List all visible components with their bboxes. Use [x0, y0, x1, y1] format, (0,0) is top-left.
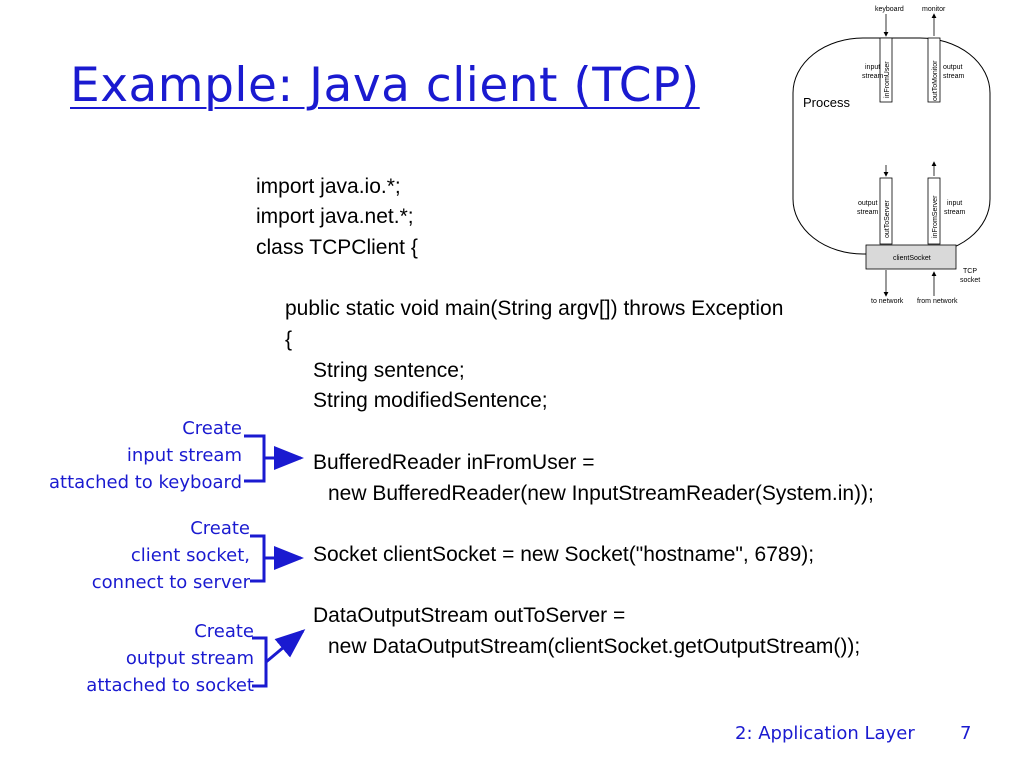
footer-label: 2: Application Layer [735, 723, 915, 744]
annotation-line: Create [190, 518, 250, 539]
to-network-label: to network [871, 298, 904, 305]
in-from-user-label: inFromUser [884, 61, 891, 98]
code-line: class TCPClient { [256, 236, 418, 259]
output-stream-label: stream [943, 73, 965, 80]
code-line: Socket clientSocket = new Socket("hostna… [313, 543, 815, 566]
client-socket-label: clientSocket [893, 255, 931, 262]
annotation-line: attached to keyboard [49, 472, 242, 493]
code-line: String modifiedSentence; [313, 389, 548, 412]
code-line: { [285, 328, 293, 351]
code-line: public static void main(String argv[]) t… [285, 297, 784, 320]
code-line: BufferedReader inFromUser = [313, 451, 595, 474]
annotation-line: output stream [125, 648, 254, 669]
output-stream-label: stream [857, 209, 879, 216]
input-stream-label: input [947, 200, 962, 207]
process-label: Process [803, 95, 850, 110]
annotation-line: Create [194, 621, 254, 642]
annotation-input-stream: Create input stream attached to keyboard [49, 415, 242, 496]
code-line: new BufferedReader(new InputStreamReader… [328, 482, 874, 505]
arrow-output-stream [265, 629, 306, 664]
code-line: import java.io.*; [256, 175, 401, 198]
tcp-socket-label: socket [960, 277, 980, 284]
code-line: String sentence; [313, 359, 465, 382]
page-number: 7 [960, 723, 972, 744]
code-line: import java.net.*; [256, 205, 414, 228]
annotation-line: connect to server [91, 572, 250, 593]
annotation-line: Create [182, 418, 242, 439]
client-socket-box [865, 244, 957, 270]
out-to-monitor-label: outToMonitor [932, 60, 939, 101]
annotation-line: attached to socket [86, 675, 254, 696]
code-line: new DataOutputStream(clientSocket.getOut… [328, 635, 861, 658]
input-stream-label: input [865, 64, 880, 71]
annotation-output-stream: Create output stream attached to socket [86, 618, 254, 699]
monitor-label: monitor [922, 6, 946, 13]
annotation-line: input stream [126, 445, 242, 466]
input-stream-label: stream [862, 73, 884, 80]
output-stream-label: output [858, 200, 878, 207]
keyboard-label: keyboard [875, 6, 904, 13]
annotation-line: client socket, [130, 545, 250, 566]
input-stream-label: stream [944, 209, 966, 216]
slide-title: Example: Java client (TCP) [70, 58, 700, 113]
out-to-server-label: outToServer [884, 200, 891, 238]
code-line: DataOutputStream outToServer = [313, 604, 626, 627]
output-stream-label: output [943, 64, 963, 71]
annotation-client-socket: Create client socket, connect to server [92, 515, 250, 596]
in-from-server-label: inFromServer [932, 195, 939, 238]
tcp-socket-label: TCP [963, 268, 977, 275]
from-network-label: from network [917, 298, 958, 305]
